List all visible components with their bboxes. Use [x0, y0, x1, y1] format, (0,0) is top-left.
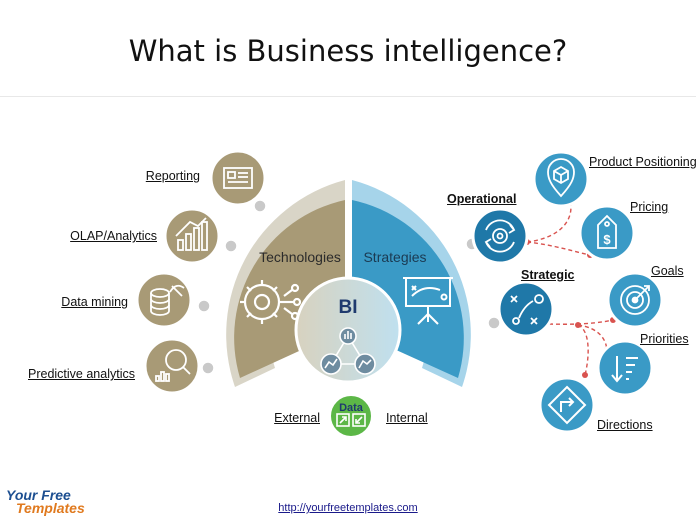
- target-icon: [620, 285, 650, 315]
- tech-item-predictive-graphic: [143, 337, 215, 395]
- strategic-label: Strategic: [521, 268, 575, 282]
- tech-label-datamining: Data mining: [61, 295, 128, 309]
- technologies-label: Technologies: [259, 249, 341, 265]
- tech-item-olap-graphic: [163, 207, 238, 265]
- pricing-label: Pricing: [630, 200, 669, 214]
- report-icon: [223, 167, 253, 189]
- directions-graphic: [538, 376, 596, 434]
- strategy-operational-graphic: [465, 207, 529, 265]
- database-pickaxe-icon: [150, 284, 185, 316]
- dollar-glyph: $: [603, 232, 611, 247]
- data-label: Data: [339, 402, 364, 414]
- page-title: What is Business intelligence?: [128, 34, 568, 68]
- logo-line1: Your Free: [6, 487, 71, 503]
- priorities-label: Priorities: [640, 332, 689, 346]
- brand-logo[interactable]: Your Free Templates: [6, 487, 85, 516]
- gear-cycle-icon: [484, 219, 516, 253]
- tech-label-predictive: Predictive analytics: [28, 367, 135, 381]
- magnifier-chart-icon: [155, 349, 191, 382]
- priorities-graphic: [596, 339, 654, 397]
- pricing-graphic: $: [578, 204, 636, 262]
- product-positioning-graphic: [532, 150, 590, 208]
- whiteboard-strategy-icon: [403, 277, 453, 325]
- title-divider: [0, 96, 696, 97]
- bar-growth-icon: [175, 217, 208, 251]
- direction-sign-icon: [547, 385, 587, 425]
- bi-analytics-icon: [320, 327, 376, 375]
- strategies-label: Strategies: [363, 249, 426, 265]
- bi-label: BI: [339, 297, 358, 318]
- external-label: External: [274, 411, 320, 425]
- tech-item-datamining-graphic: [135, 271, 211, 329]
- directions-label: Directions: [597, 418, 653, 432]
- sort-down-icon: [611, 356, 638, 383]
- logo-line2: Templates: [16, 500, 85, 516]
- tech-item-reporting-graphic: [209, 149, 267, 213]
- strategy-strategic-graphic: [487, 280, 555, 338]
- tech-label-olap: OLAP/Analytics: [70, 229, 157, 243]
- goals-label: Goals: [651, 264, 684, 278]
- internal-label: Internal: [386, 411, 428, 425]
- footer-url-link[interactable]: http://yourfreetemplates.com: [278, 502, 418, 514]
- product-positioning-label: Product Positioning: [589, 155, 696, 169]
- tactics-icon: [510, 294, 544, 325]
- data-exchange-icon: [336, 413, 366, 427]
- tech-label-reporting: Reporting: [145, 169, 200, 183]
- price-tag-icon: [597, 214, 617, 249]
- map-pin-box-icon: [547, 158, 575, 198]
- goals-graphic: [606, 271, 664, 329]
- operational-label: Operational: [447, 192, 517, 206]
